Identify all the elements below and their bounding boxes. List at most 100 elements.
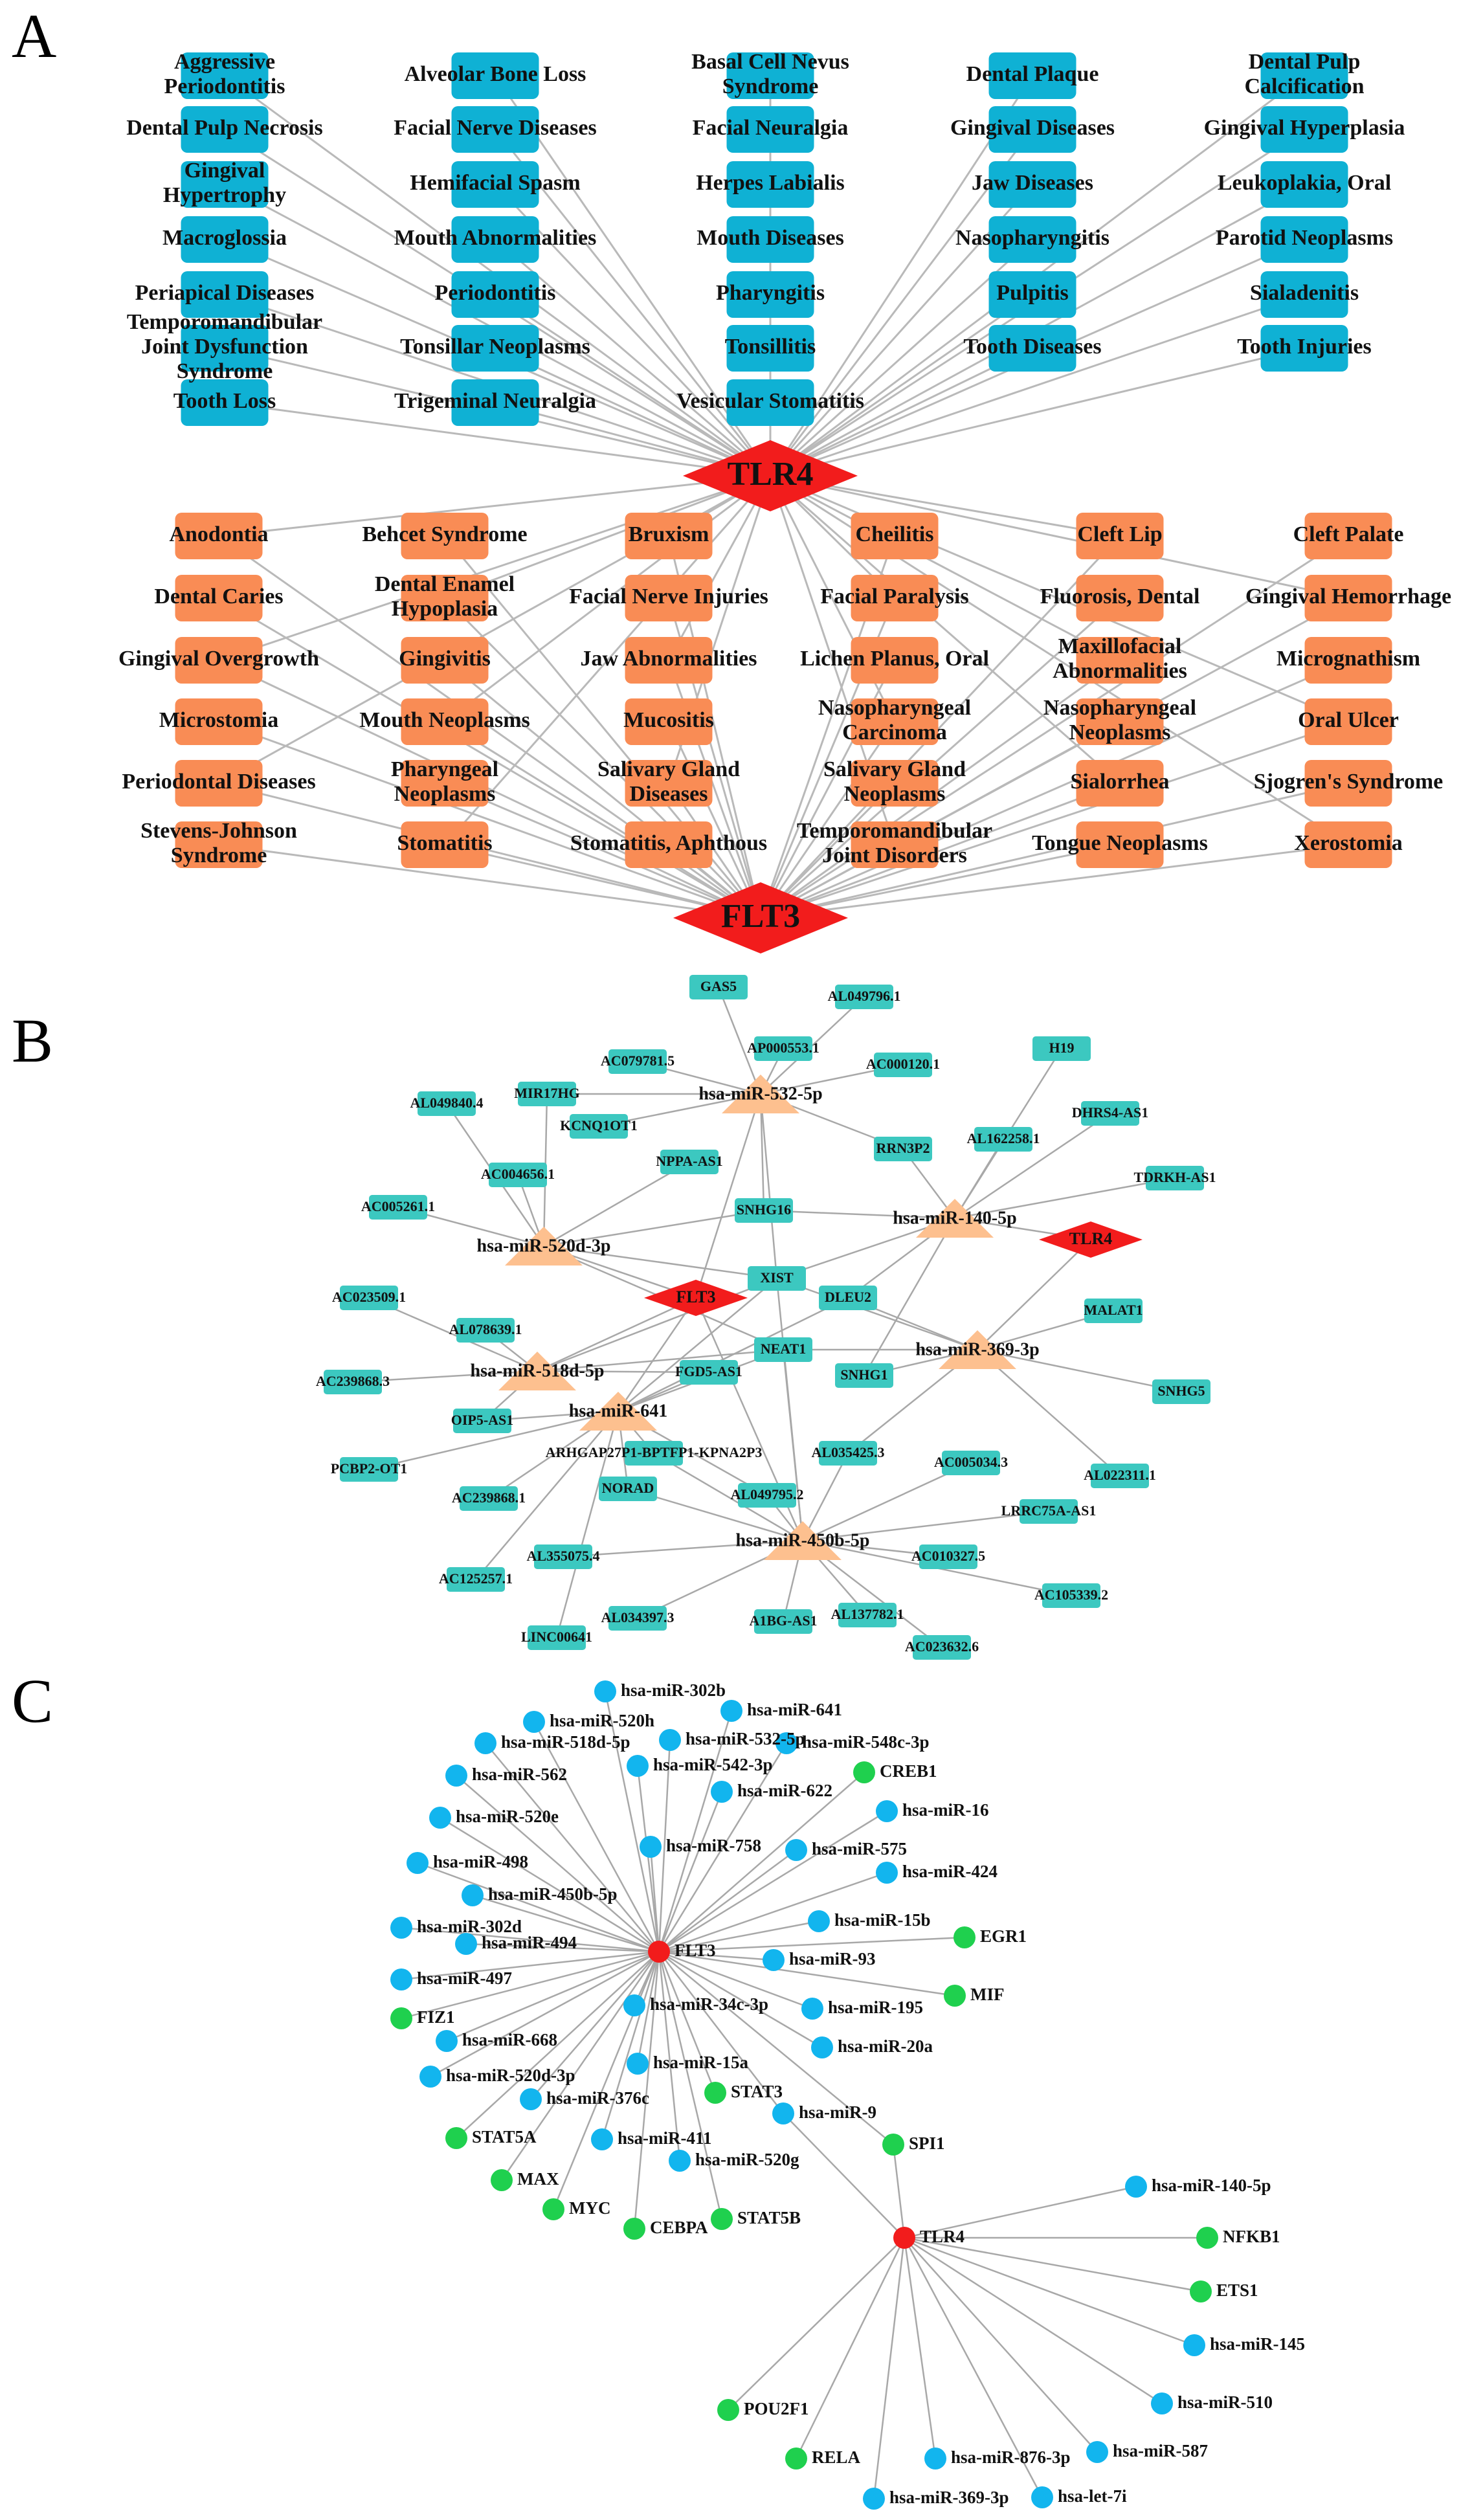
lncrna-label-al022311-1: AL022311.1 [1084,1467,1156,1483]
edge-flt3-hsa-mir-542-3p [636,1765,660,1952]
disease-label-oral-ulcer: Oral Ulcer [1298,708,1399,732]
edge-flt3-hsa-mir-424 [658,1871,887,1953]
mirna-label-hsa-mir-532-5p: hsa-miR-532-5p [698,1084,822,1104]
disease-box-stevens-johnson-syndrome [175,821,263,868]
lncrna-box-kcnq1ot1 [570,1114,628,1139]
disease-box-tonsillitis [726,325,814,372]
lncrna-box-h19 [1032,1036,1091,1061]
edge-flt3-hsa-mir-668 [446,1950,660,2042]
edge-shared-jaw-abnormalities [667,475,772,661]
edge-hsa-mir-518d-5p-ac023509-1 [368,1297,538,1372]
lncrna-label-lrrc75a-as1: LRRC75A-AS1 [1001,1502,1097,1519]
mirna-node-hsa-mir-34c-3p [623,1994,645,2016]
disease-box-cleft-palate [1304,513,1392,559]
edge-shared-sialorrhea [770,474,1121,785]
disease-box-pharyngitis [726,271,814,318]
tf-label-spi1: SPI1 [909,2134,945,2153]
hub-label-tlr4: TLR4 [728,456,814,493]
edge-shared-anodontia [218,474,771,537]
lncrna-box-snhg16 [735,1198,793,1223]
edge-hsa-mir-450b-5p-neat1 [782,1349,804,1541]
edge-flt3-hsa-mir-548c-3p [658,1743,788,1952]
disease-box-pharyngeal-neoplasms [401,760,489,807]
edge-flt3-hsa-mir-641 [658,1710,733,1952]
mirna-node-hsa-mir-520d-3p [419,2066,441,2088]
mirna-node-hsa-mir-622 [711,1781,733,1803]
disease-label-trigeminal-neuralgia: Trigeminal Neuralgia [394,389,596,413]
edge-flt3-hsa-mir-562 [456,1775,660,1952]
mirna-label-hsa-mir-587: hsa-miR-587 [1113,2441,1208,2460]
lncrna-box-al137782-1 [838,1603,897,1627]
mirna-triangle-hsa-mir-520d-3p [505,1227,583,1266]
mirna-node-hsa-mir-93 [763,1949,785,1971]
edge-flt3-max [500,1951,660,2181]
disease-label-tongue-neoplasms: Tongue Neoplasms [1032,831,1208,855]
lncrna-label-al078639-1: AL078639.1 [449,1321,522,1337]
disease-box-periapical-diseases [181,271,269,318]
mirna-label-hsa-mir-520g: hsa-miR-520g [695,2150,799,2169]
mirna-node-hsa-mir-424 [876,1862,898,1884]
edge-tlr4-hsa-mir-876-3p [903,2237,937,2459]
lncrna-box-nppa-as1 [660,1150,719,1174]
edge-flt3-fiz1 [401,1950,660,2020]
lncrna-box-a1bg-as1 [754,1609,812,1634]
gene-label-tlr4-c: TLR4 [920,2227,965,2246]
mirna-label-hsa-mir-498: hsa-miR-498 [433,1852,528,1871]
lncrna-label-arhgap27p1-bptfp1-kpna2p3: ARHGAP27P1-BPTFP1-KPNA2P3 [546,1444,763,1460]
mirna-node-hsa-mir-641 [720,1700,742,1722]
disease-label-gingival-hyperplasia: Gingival Hyperplasia [1204,116,1405,140]
panel-letter-b: B [12,1006,53,1075]
mirna-node-hsa-mir-369-3p [863,2488,885,2510]
mirna-label-hsa-mir-369-3p: hsa-miR-369-3p [889,2488,1009,2507]
mirna-label-hsa-mir-542-3p: hsa-miR-542-3p [653,1755,773,1774]
edge-flt3-hsa-mir-622 [658,1791,723,1952]
disease-label-tooth-loss: Tooth Loss [173,389,276,413]
mirna-triangle-hsa-mir-641 [579,1392,657,1431]
edge-flt3-nasopharyngeal-carcinoma [759,721,896,919]
edge-hsa-mir-140-5p-dhrs4-as1 [954,1112,1111,1220]
disease-box-nasopharyngeal-neoplasms [1076,698,1164,745]
edge-tlr4-tooth-injuries [770,347,1305,477]
disease-box-gingivitis [401,637,489,684]
edge-hsa-mir-369-3p-snhg5 [977,1348,1182,1393]
edge-flt3-egr1 [658,1936,965,1953]
mirna-label-hsa-mir-450b-5p: hsa-miR-450b-5p [736,1530,870,1550]
gene-node-tlr4 [893,2227,915,2249]
tf-node-myc [542,2198,564,2220]
mirna-node-hsa-mir-497 [390,1968,412,1990]
tf-node-egr1 [953,1926,976,1948]
disease-label-mouth-abnormalities: Mouth Abnormalities [394,226,597,250]
tf-label-nfkb1: NFKB1 [1223,2227,1280,2246]
gene-label-tlr4: TLR4 [1069,1229,1112,1248]
edge-flt3-hsa-mir-641 [617,1297,697,1412]
disease-label-facial-nerve-injuries: Facial Nerve Injuries [569,585,768,608]
disease-box-gingival-hemorrhage [1304,575,1392,621]
disease-label-behcet-syndrome: Behcet Syndrome [362,522,527,546]
mirna-triangle-hsa-mir-450b-5p [764,1521,842,1560]
edge-flt3-stat5a [456,1951,660,2139]
mirna-node-hsa-mir-498 [407,1852,429,1874]
tf-label-rela: RELA [812,2448,861,2467]
disease-box-mouth-abnormalities [451,216,539,263]
mirna-node-hsa-mir-140-5p [1125,2176,1147,2198]
nodes-layer [175,52,1392,2510]
disease-box-microstomia [175,698,263,745]
lncrna-label-dhrs4-as1: DHRS4-AS1 [1072,1104,1149,1121]
edge-hsa-mir-641-linc00641 [555,1411,619,1638]
edge-flt3-tongue-neoplasms [760,843,1121,919]
mirna-node-hsa-mir-195 [801,1998,823,2020]
disease-label-stomatitis: Stomatitis [397,831,492,855]
lncrna-label-ac239868-3: AC239868.3 [316,1373,390,1389]
disease-label-tonsillitis: Tonsillitis [725,335,816,359]
tf-label-stat5a: STAT5A [472,2127,537,2146]
mirna-label-hsa-mir-622: hsa-miR-622 [737,1781,832,1800]
lncrna-box-ac023509-1 [340,1286,398,1310]
disease-box-trigeminal-neuralgia [451,379,539,426]
edge-flt3-hsa-mir-411 [601,1951,660,2140]
edge-hsa-mir-369-3p-al022311-1 [977,1349,1121,1477]
disease-box-aggressive-periodontitis [181,52,269,99]
